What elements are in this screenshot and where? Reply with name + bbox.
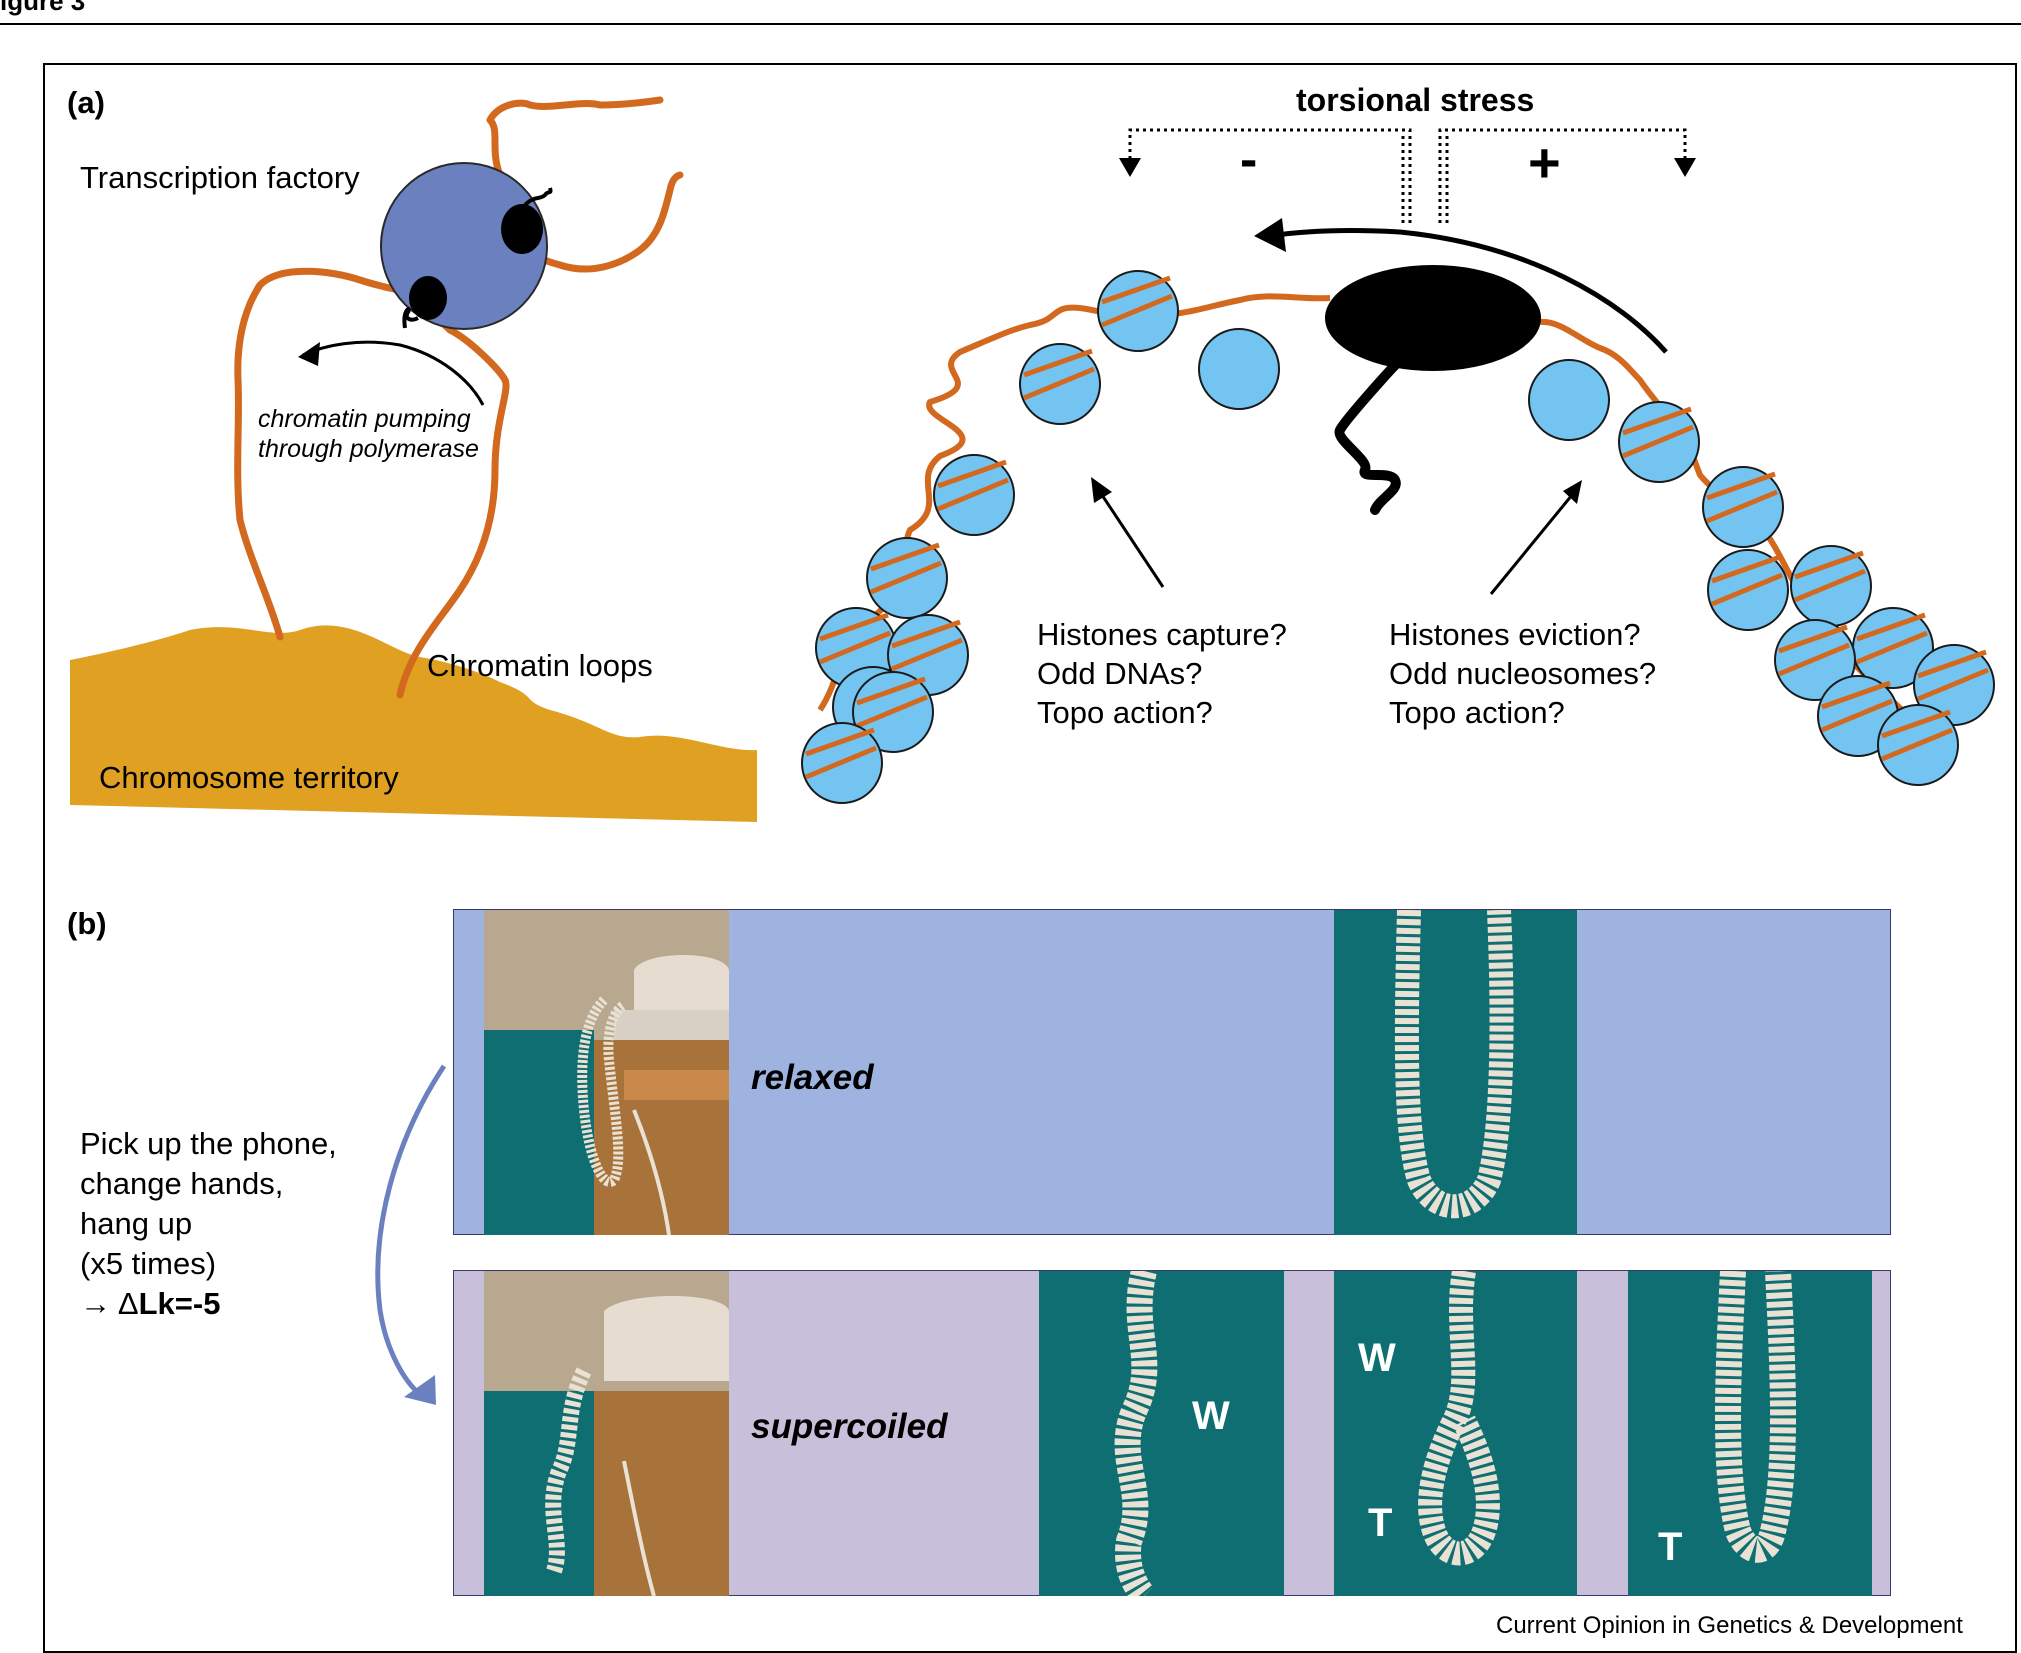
writhe-label-1: W [1192,1394,1230,1438]
instruction-line-3: hang up [80,1206,193,1241]
chromosome-territory-shape [70,625,757,822]
rna-squiggle-upper [523,187,553,207]
bracket-right [1438,128,1687,223]
nucleosome [1852,607,1934,689]
nucleosome [1790,545,1872,627]
chromosome-territory-label: Chromosome territory [99,760,399,795]
relaxed-label: relaxed [751,1058,874,1097]
nucleosome [1019,343,1101,425]
twist-label-2: T [1658,1525,1683,1569]
left-question-1: Histones capture? [1037,617,1287,652]
twist-label-1: T [1368,1501,1393,1545]
negative-supercoil-sign: - [1240,131,1258,189]
annotation-arrow-left [1098,491,1165,588]
chromatin-loops-label: Chromatin loops [427,648,653,683]
rna-polymerase [1325,265,1541,371]
nucleosome [1774,619,1856,701]
photo-relaxed-phone [484,910,729,1235]
bracket-left-head [1119,158,1141,177]
left-question-2: Odd DNAs? [1037,656,1203,691]
positive-supercoil-sign: + [1528,131,1561,194]
right-question-3: Topo action? [1389,695,1565,730]
right-question-1: Histones eviction? [1389,617,1641,652]
annotation-arrow-right-head [1563,480,1582,504]
nucleosome-free [1528,359,1610,441]
nascent-rna [1334,355,1405,515]
annotation-arrow-right [1489,494,1574,595]
chromatin-loop-right [396,301,510,699]
polymerase-lower [409,276,447,320]
pumping-arrow [302,340,485,406]
photo-supercoiled-cord-3: T [1628,1271,1872,1596]
bracket-left [1128,128,1412,223]
journal-footer: Current Opinion in Genetics & Developmen… [1496,1612,1963,1639]
nucleosome-free [1198,328,1280,410]
header-rule [0,23,2021,25]
nucleosome [1097,270,1179,352]
transcription-factory-label: Transcription factory [80,160,360,195]
photo-supercoiled-cord-2: W T [1334,1271,1577,1596]
chromatin-loop-left [234,267,422,641]
torsional-stress-label: torsional stress [1296,82,1535,118]
left-question-3: Topo action? [1037,695,1213,730]
supercoiled-label: supercoiled [751,1407,948,1446]
panel-b-label: (b) [67,906,107,941]
instruction-line-1: Pick up the phone, [80,1126,337,1161]
instruction-line-2: change hands, [80,1166,284,1201]
polymerase-upper [501,204,543,254]
bracket-right-head [1674,158,1696,177]
photo-supercoiled-cord-1: W [1039,1271,1284,1596]
polymerase-arrow [1269,228,1668,354]
panel-b-curved-arrow-head [404,1375,436,1405]
pumping-arrow-head [298,342,320,366]
pumping-label-line2: through polymerase [258,435,479,463]
panel-a-label: (a) [67,85,105,120]
writhe-label-2: W [1358,1336,1396,1380]
delta-lk-label: → ΔLk=-5 [80,1286,220,1322]
delta-prefix: → Δ [80,1286,139,1321]
nucleosome [866,537,948,619]
right-question-2: Odd nucleosomes? [1389,656,1657,691]
nucleosome-array [801,270,1995,804]
nucleosome [1618,401,1700,483]
nucleosome [1702,466,1784,548]
pumping-label-line1: chromatin pumping [258,405,471,433]
rna-squiggle-lower [402,307,419,329]
panel-b-curved-arrow [375,1064,447,1401]
photo-supercoiled-phone [484,1271,729,1596]
nucleosome [933,454,1015,536]
polymerase-arrow-head [1254,218,1286,252]
photo-relaxed-cord [1334,910,1577,1235]
nucleosome [1913,644,1995,726]
nucleosome [801,722,883,804]
instruction-line-4: (x5 times) [80,1246,217,1281]
nucleosome [1877,704,1959,786]
annotation-arrow-left-head [1091,477,1112,503]
nucleosome [1707,549,1789,631]
delta-value: Lk=-5 [138,1286,221,1321]
figure-header: igure 3 [0,0,86,16]
